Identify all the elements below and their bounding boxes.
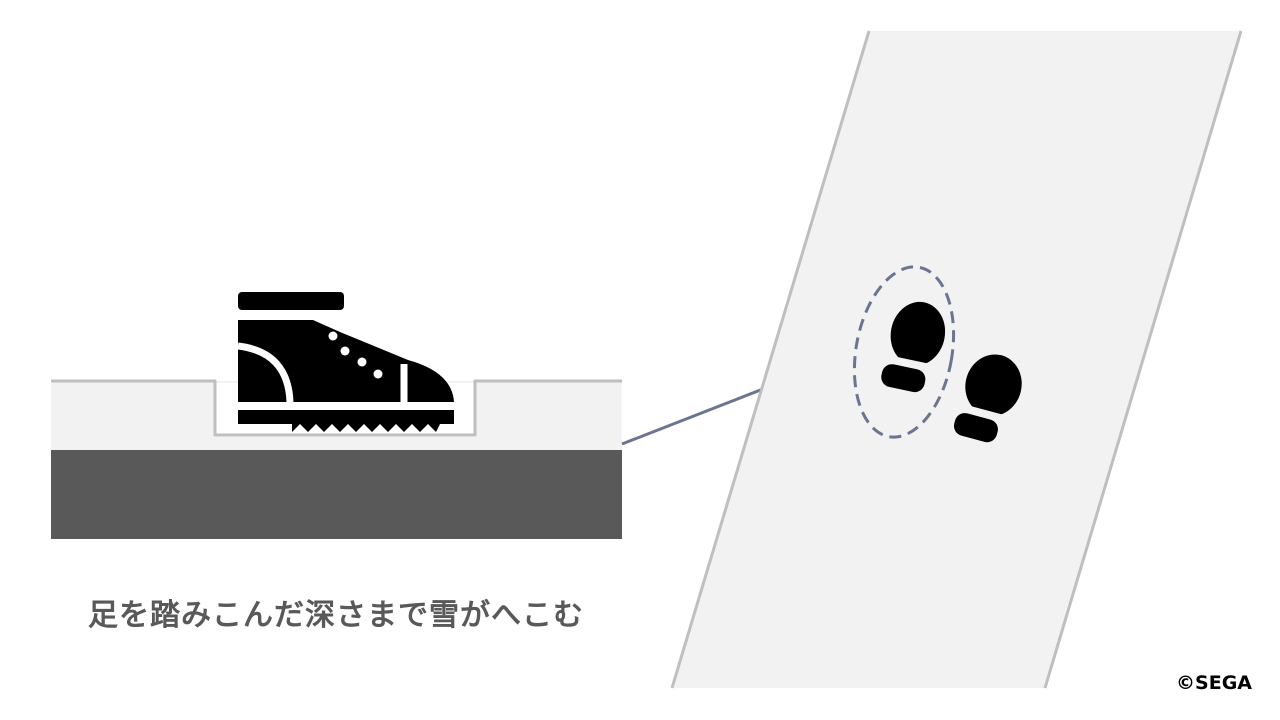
- snow-surface-line: [51, 379, 622, 437]
- copyright-notice: ©SEGA: [1176, 672, 1252, 694]
- diagram-caption: 足を踏みこんだ深さまで雪がへこむ: [88, 598, 584, 633]
- snow-strip-edge-right: [1043, 30, 1243, 689]
- snow-top-view: [670, 30, 1243, 689]
- footprint-upper: [881, 301, 946, 393]
- footprint-lower: [953, 354, 1022, 443]
- highlight-ring: [852, 265, 956, 439]
- snow-strip: [672, 31, 1241, 688]
- snow-strip-edge-left: [670, 30, 871, 689]
- footprints-icon: [881, 301, 1022, 443]
- boot-icon: [237, 292, 454, 432]
- ground-layer: [51, 450, 622, 539]
- snow-cross-section: [51, 379, 622, 539]
